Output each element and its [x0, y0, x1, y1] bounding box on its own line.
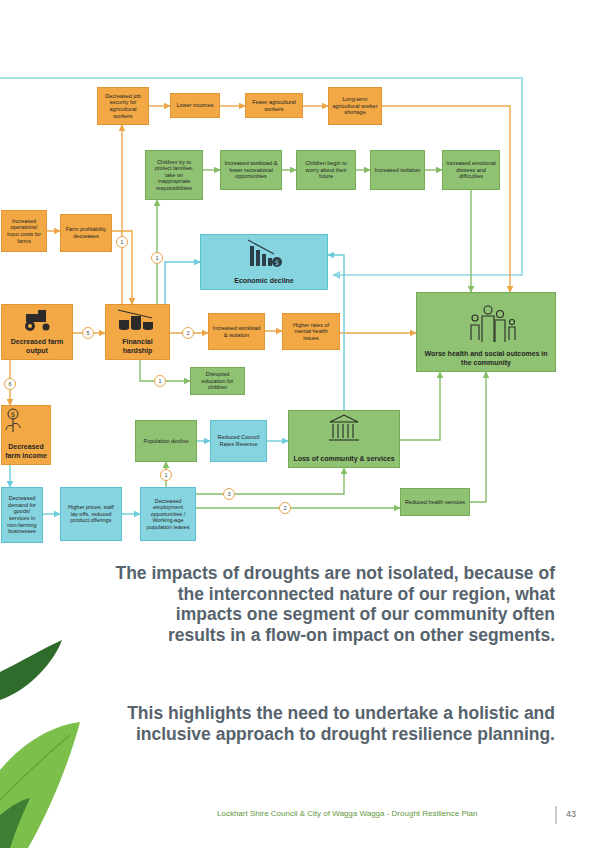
leaf-vein [0, 735, 70, 800]
node-text: Increased emotional distress and difficu… [446, 160, 496, 180]
leaf [0, 722, 80, 848]
impact-box: Decreased farm income [1, 405, 51, 465]
node-text: Lower incomes [177, 102, 214, 109]
leaf [0, 640, 62, 700]
callout-number: 2 [182, 327, 194, 339]
node-text: Decreased demand for goods/ services in … [5, 495, 39, 535]
flow-arrow [197, 440, 210, 441]
flow-arrow [356, 169, 370, 170]
service-box: Reduced Council Rates Revenue [210, 420, 267, 462]
callout-number: 5 [82, 327, 94, 339]
process-box: Higher rates of mental health issues [282, 313, 340, 350]
node-text: Reduced health services [405, 499, 465, 506]
flow-arrow [400, 372, 440, 440]
node-text: Decreased employment opportunities / Wor… [144, 498, 192, 531]
impact-box: Economic decline [200, 234, 328, 290]
node-text: Higher prices, staff lay-offs, reduced p… [64, 504, 118, 524]
flow-arrow [303, 105, 328, 106]
flow-arrow [196, 507, 400, 508]
flow-arrow [112, 231, 132, 304]
node-text: Higher rates of mental health issues [286, 322, 336, 342]
node-text: Increased workload & fewer recreational … [224, 160, 278, 180]
outcome-box: Children try to protect families, take o… [145, 150, 203, 200]
outcome-box: Increased emotional distress and difficu… [442, 150, 500, 190]
callout-number: 1 [160, 469, 172, 481]
flow-arrow [470, 190, 471, 292]
process-box: Long-term agricultural worker shortage [328, 87, 382, 125]
impact-box: Loss of community & services [288, 410, 400, 468]
process-box: Increased workload & isolation [208, 313, 265, 350]
impact-box: Financial hardship [105, 304, 170, 360]
node-text: Loss of community & services [293, 455, 394, 463]
node-text: Increased isolation [375, 167, 421, 174]
footer-text: Lockhart Shire Council & City of Wagga W… [217, 809, 477, 818]
callout-number: 1 [116, 236, 128, 248]
node-text: Reduced Council Rates Revenue [214, 434, 263, 447]
service-box: Higher prices, staff lay-offs, reduced p… [60, 487, 122, 541]
node-text: Decreased job security for agricultural … [101, 93, 145, 119]
node-text: Decreased farm output [5, 338, 69, 355]
flow-arrow [340, 332, 416, 333]
impact-box: Decreased farm output [1, 304, 73, 360]
flow-arrow [196, 468, 344, 494]
flow-arrow [470, 372, 486, 502]
flow-arrow [265, 330, 282, 331]
process-box: Fewer agricultural workers [245, 93, 303, 118]
statement-text: This highlights the need to undertake a … [115, 703, 555, 744]
leaf [0, 798, 30, 848]
node-text: Increased operations/ input costs for fa… [5, 218, 43, 244]
process-box: Farm profitability decreases [60, 214, 112, 252]
flow-arrow [382, 106, 510, 292]
flow-arrow [121, 125, 122, 304]
node-text: Children begin to worry about their futu… [300, 160, 352, 180]
outcome-box: Increased isolation [370, 150, 425, 190]
outcome-box: Reduced health services [400, 488, 470, 516]
outcome-box: Population decline [135, 420, 197, 462]
service-box: Decreased employment opportunities / Wor… [140, 487, 196, 541]
flow-arrow [122, 513, 140, 514]
node-text: Long-term agricultural worker shortage [332, 96, 378, 116]
flow-arrow [203, 169, 220, 170]
process-box: Lower incomes [170, 93, 220, 118]
node-text: Children try to protect families, take o… [149, 159, 199, 192]
process-box: Increased operations/ input costs for fa… [1, 210, 47, 252]
flow-arrow [165, 262, 200, 304]
node-text: Farm profitability decreases [64, 226, 108, 239]
callout-number: 1 [154, 375, 166, 387]
callout-number: 6 [4, 378, 16, 390]
divider [556, 806, 557, 824]
flow-arrow [220, 105, 245, 106]
flow-arrow [267, 440, 288, 441]
outcome-box: Children begin to worry about their futu… [296, 150, 356, 190]
node-text: Financial hardship [109, 338, 166, 355]
callout-number: 3 [223, 488, 235, 500]
service-box: Decreased demand for goods/ services in … [1, 487, 43, 543]
outcome-box: Worse health and social outcomes in the … [416, 292, 556, 372]
flow-arrow [43, 513, 60, 514]
flow-arrow [425, 169, 442, 170]
flow-arrow [9, 465, 10, 487]
statement-text: The impacts of droughts are not isolated… [115, 563, 555, 645]
outcome-box: Disrupted education for children [190, 367, 245, 395]
node-text: Worse health and social outcomes in the … [420, 350, 552, 367]
outcome-box: Increased workload & fewer recreational … [220, 150, 282, 190]
flow-arrow [47, 230, 60, 231]
node-text: Economic decline [234, 277, 294, 285]
node-text: Population decline [144, 438, 189, 445]
flow-arrow [149, 105, 170, 106]
callout-number: 1 [151, 252, 163, 264]
process-box: Decreased job security for agricultural … [97, 87, 149, 125]
node-text: Increased workload & isolation [212, 325, 261, 338]
node-text: Decreased farm income [5, 443, 47, 460]
callout-number: 2 [279, 502, 291, 514]
node-text: Disrupted education for children [194, 371, 241, 391]
node-text: Fewer agricultural workers [249, 99, 299, 112]
footer-text: 43 [566, 809, 576, 819]
flow-arrow [282, 169, 296, 170]
